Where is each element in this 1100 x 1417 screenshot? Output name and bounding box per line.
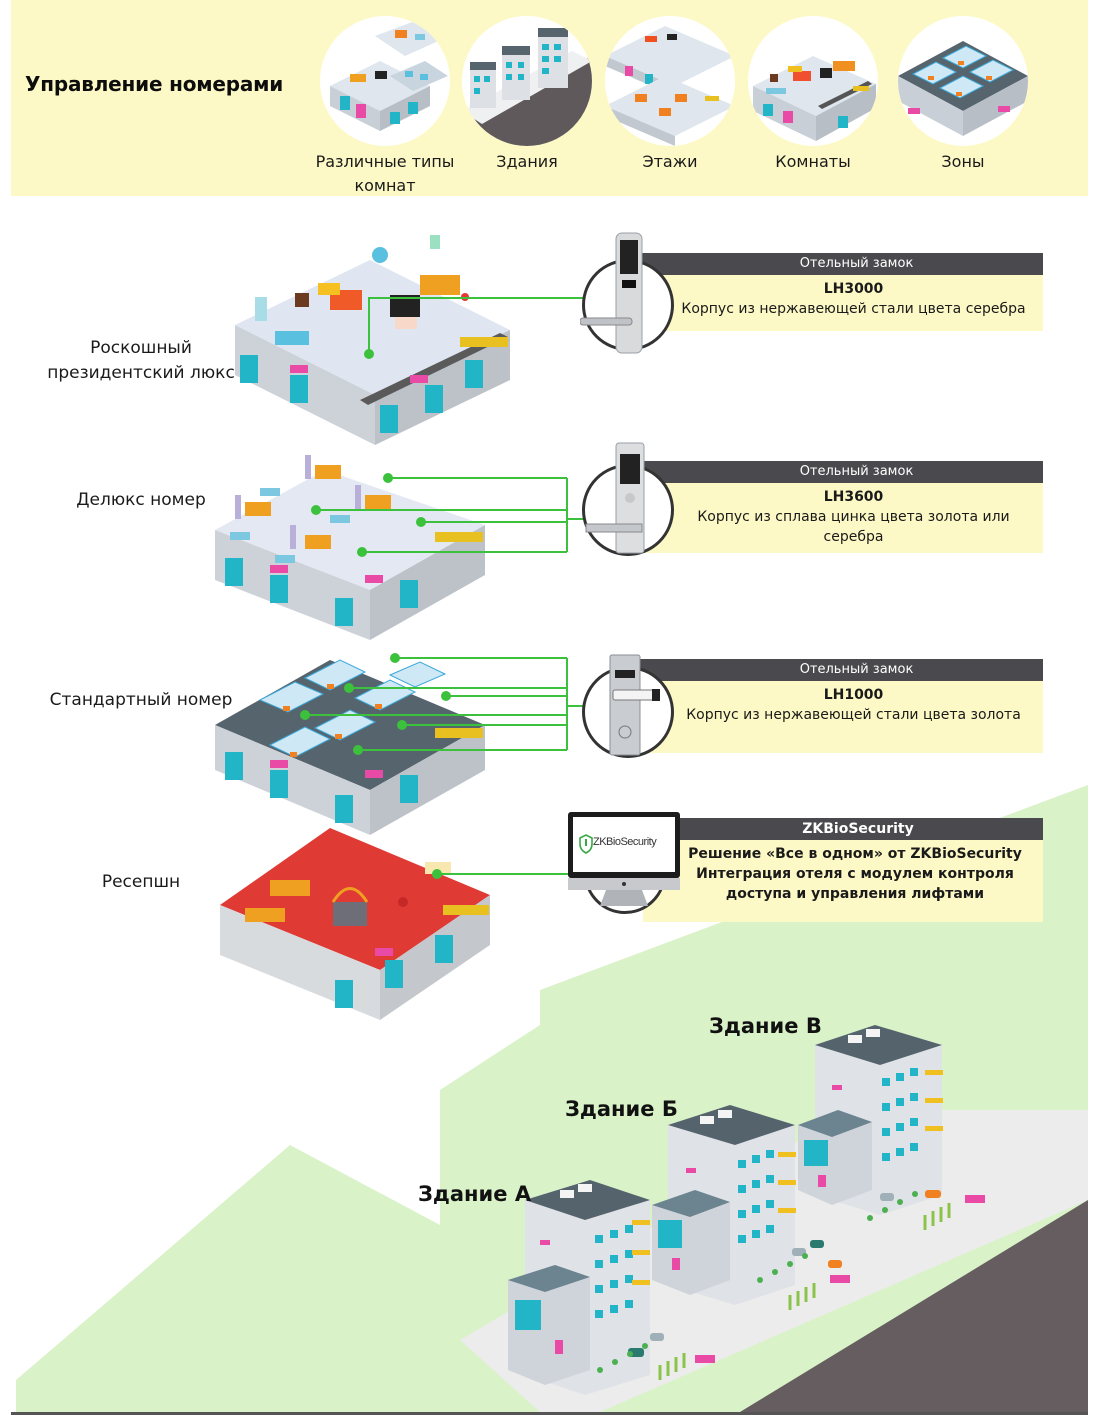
- parking-signs: [695, 1195, 985, 1363]
- bottom-divider: [11, 1412, 1088, 1415]
- zkbiosecurity-monitor-image: ZKBioSecurity: [566, 810, 684, 920]
- floor-label-reception: Ресепшн: [101, 872, 181, 892]
- room-illustration-icon: [748, 16, 878, 146]
- lh3600-lock-image: [580, 442, 676, 560]
- door-lock-icon: [609, 654, 660, 756]
- lh3000-lock-image: [580, 232, 676, 355]
- category-label: Этажи: [642, 152, 698, 171]
- card-category: Отельный замок: [640, 659, 1043, 681]
- standard-floor: [215, 659, 485, 835]
- category-room-types[interactable]: Различные типы комнат: [305, 16, 465, 198]
- monitor-icon: [568, 812, 680, 906]
- card-model: LH1000: [823, 687, 884, 703]
- floors-illustration-icon: [605, 16, 735, 146]
- category-rooms[interactable]: Комнаты: [733, 16, 893, 174]
- room-types-illustration-icon: [320, 16, 450, 146]
- hotel-campus-illustration: Здание А Здание Б Здание В: [0, 780, 1100, 1417]
- card-description: Корпус из нержавеющей стали цвета золота: [686, 707, 1021, 723]
- product-card-lh3600: Отельный замок LH3600 Корпус из сплава ц…: [640, 461, 1043, 553]
- floor-label-presidential: Роскошный президентский люкс: [47, 338, 235, 383]
- product-card-lh3000: Отельный замок LH3000 Корпус из нержавею…: [640, 253, 1043, 331]
- card-model: LH3000: [823, 281, 884, 297]
- room-management-banner: Управление номерами Различные типы комна…: [11, 0, 1088, 196]
- zones-illustration-icon: [898, 16, 1028, 146]
- campus-road: [740, 1200, 1088, 1412]
- product-card-lh1000: Отельный замок LH1000 Корпус из нержавею…: [640, 659, 1043, 753]
- building-c: [798, 1025, 943, 1215]
- building-b-label: Здание Б: [565, 1097, 678, 1121]
- category-label: Зоны: [941, 152, 985, 171]
- reception-floor: [220, 828, 490, 1020]
- door-lock-icon: [580, 232, 643, 354]
- card-model: LH3600: [823, 489, 884, 505]
- building-a-label: Здание А: [418, 1182, 532, 1206]
- category-floors[interactable]: Этажи: [590, 16, 750, 174]
- presidential-suite-floor: [235, 235, 510, 445]
- category-buildings[interactable]: Здания: [447, 16, 607, 174]
- product-card-zkbiosecurity: ZKBioSecurity Решение «Все в одном» от Z…: [643, 818, 1043, 922]
- category-label: Здания: [496, 152, 558, 171]
- trees: [597, 1191, 918, 1373]
- zkbiosecurity-logo: ZKBioSecurity: [593, 836, 657, 848]
- door-lock-icon: [585, 442, 645, 554]
- parking-fences: [658, 1203, 951, 1380]
- building-a: [508, 1180, 650, 1395]
- card-description: Корпус из нержавеющей стали цвета серебр…: [681, 301, 1026, 317]
- category-label: Различные типы комнат: [315, 152, 455, 195]
- building-c-label: Здание В: [709, 1014, 822, 1038]
- deluxe-floor: [215, 455, 485, 640]
- floor-label-standard: Стандартный номер: [49, 690, 233, 710]
- card-category: Отельный замок: [640, 253, 1043, 275]
- card-category: ZKBioSecurity: [643, 818, 1043, 840]
- buildings-illustration-icon: [462, 16, 592, 146]
- card-description: Интеграция отеля с модулем контроля дост…: [696, 866, 1014, 902]
- shield-icon: [579, 834, 593, 854]
- lh1000-lock-image: [580, 652, 676, 762]
- banner-title: Управление номерами: [25, 72, 284, 96]
- card-description: Корпус из сплава цинка цвета золота или …: [697, 509, 1010, 545]
- card-category: Отельный замок: [640, 461, 1043, 483]
- card-solution-line: Решение «Все в одном» от ZKBioSecurity: [688, 846, 1022, 862]
- floor-label-deluxe: Делюкс номер: [76, 490, 206, 510]
- category-zones[interactable]: Зоны: [883, 16, 1043, 174]
- building-b: [652, 1105, 796, 1305]
- category-label: Комнаты: [775, 152, 851, 171]
